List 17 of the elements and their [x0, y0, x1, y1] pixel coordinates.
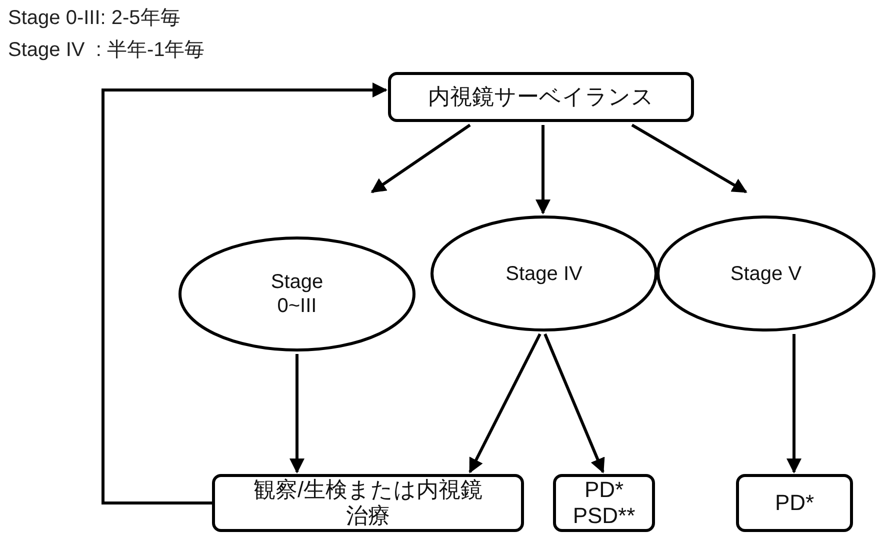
- arrow: [631, 124, 748, 194]
- arrow: [786, 334, 802, 474]
- arrow: [370, 124, 471, 194]
- interval-note: Stage 0-III: 2-5年毎: [8, 6, 180, 31]
- result-box: PD* PSD**: [553, 474, 655, 532]
- arrow: [544, 333, 605, 474]
- arrow: [536, 125, 550, 214]
- result-box: PD*: [736, 474, 853, 532]
- arrow: [290, 354, 304, 474]
- process-box: 内視鏡サーベイランス: [388, 72, 694, 122]
- interval-note: Stage IV : 半年-1年毎: [8, 38, 205, 63]
- stage-ellipse: Stage 0~III: [178, 236, 416, 352]
- arrow: [102, 82, 388, 504]
- arrow: [468, 333, 542, 474]
- process-box: 観察/生検または内視鏡治療: [212, 474, 524, 532]
- stage-ellipse: Stage IV: [430, 215, 658, 332]
- stage-ellipse: Stage V: [656, 215, 876, 332]
